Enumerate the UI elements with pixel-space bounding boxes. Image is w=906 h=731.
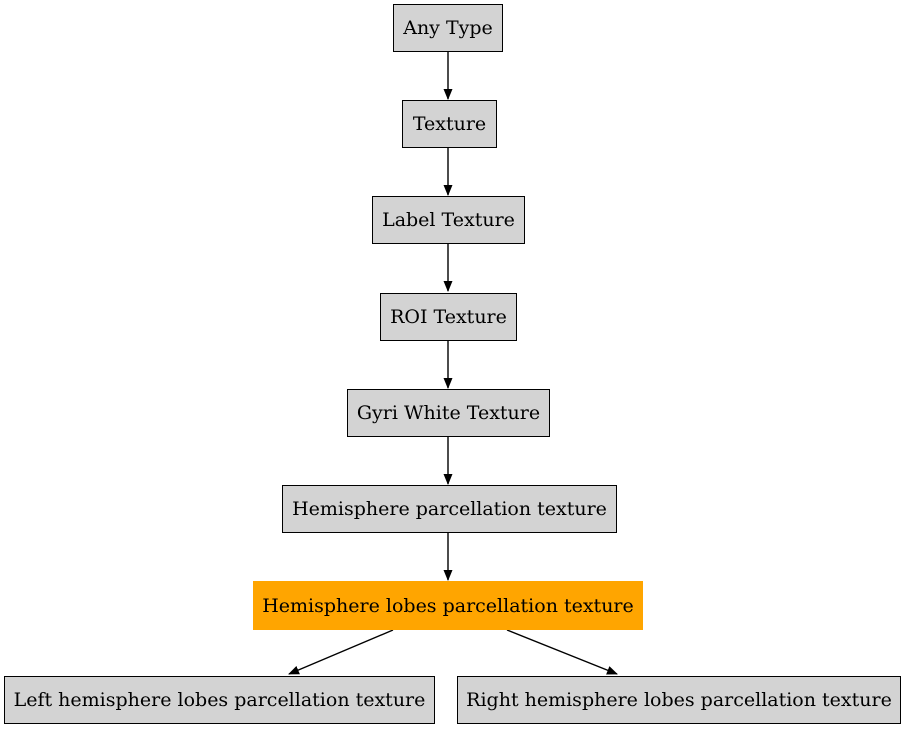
node-left-hemisphere-lobes-parcellation-texture: Left hemisphere lobes parcellation textu… (4, 676, 435, 724)
node-label: Right hemisphere lobes parcellation text… (466, 689, 892, 711)
node-label: Gyri White Texture (356, 402, 541, 424)
node-hemisphere-parcellation-texture: Hemisphere parcellation texture (282, 485, 617, 533)
node-roi-texture: ROI Texture (380, 293, 517, 341)
node-label: Label Texture (382, 209, 515, 231)
node-texture: Texture (402, 100, 497, 148)
node-label: Hemisphere parcellation texture (292, 498, 607, 520)
node-label: Left hemisphere lobes parcellation textu… (13, 689, 426, 711)
node-gyri-white-texture: Gyri White Texture (347, 389, 550, 437)
node-label: Texture (412, 113, 487, 135)
edge-hemilobes-left (288, 629, 394, 675)
edge-hemilobes-right (506, 629, 618, 675)
node-hemisphere-lobes-parcellation-texture: Hemisphere lobes parcellation texture (253, 581, 643, 630)
node-label: Hemisphere lobes parcellation texture (262, 594, 634, 617)
node-right-hemisphere-lobes-parcellation-texture: Right hemisphere lobes parcellation text… (457, 676, 901, 724)
node-label: Any Type (403, 17, 493, 39)
node-any-type: Any Type (393, 4, 503, 52)
node-label: ROI Texture (390, 306, 507, 328)
node-label-texture: Label Texture (372, 196, 525, 244)
